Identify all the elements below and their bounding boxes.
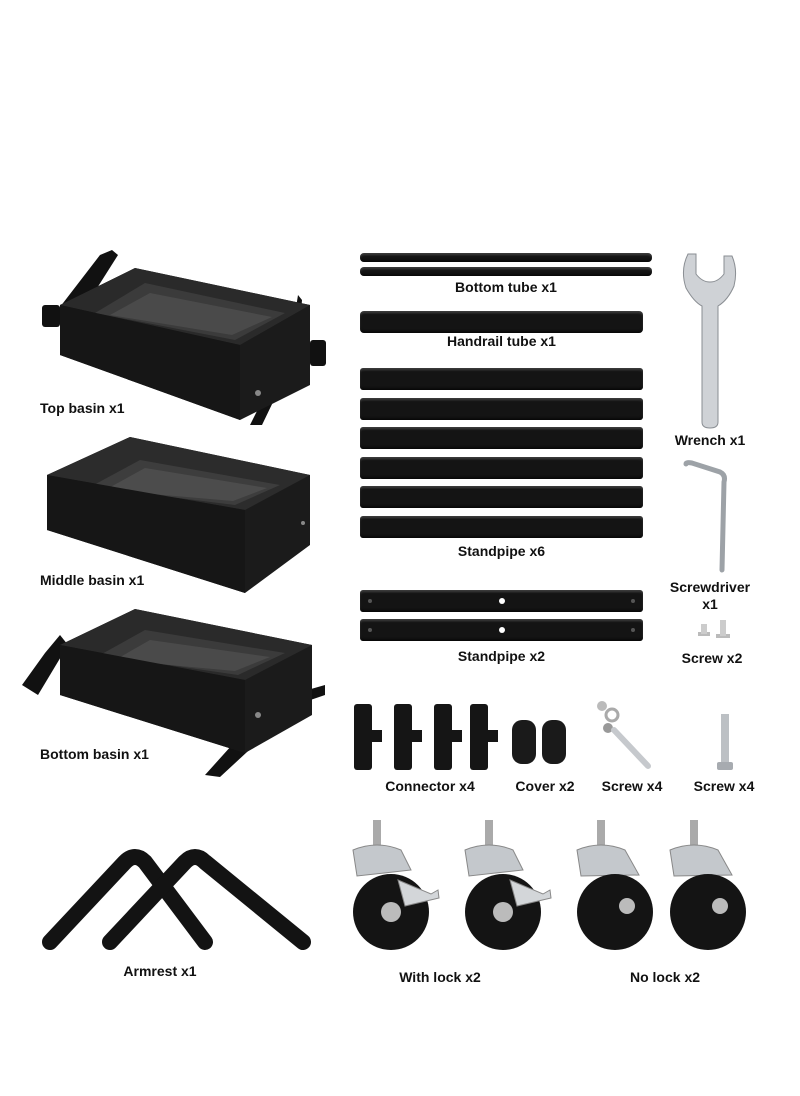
bolt-screw-icon <box>597 701 651 769</box>
top-basin-image <box>42 250 326 425</box>
cover-label: Cover x2 <box>515 778 575 794</box>
bottom-basin-label: Bottom basin x1 <box>40 746 149 762</box>
standpipe-holed-part <box>360 619 643 641</box>
screwdriver-icon <box>683 460 727 573</box>
standpipe-part <box>360 398 643 420</box>
middle-basin-label: Middle basin x1 <box>40 572 145 588</box>
screw-small-label: Screw x2 <box>681 650 743 666</box>
small-screw-icon <box>698 620 730 638</box>
caster-with-lock-icon <box>352 820 440 950</box>
screw-bolt-label: Screw x4 <box>601 778 663 794</box>
standpipe-part <box>360 516 643 538</box>
armrest-image <box>42 849 311 950</box>
wrench-icon <box>682 253 737 429</box>
standpipe-part <box>360 427 643 449</box>
caster-with-lock-icon <box>464 820 552 950</box>
caster-no-lock-icon <box>669 820 746 950</box>
top-basin-label: Top basin x1 <box>40 400 125 416</box>
no-lock-label: No lock x2 <box>629 969 701 985</box>
bottom-tube-part <box>360 253 652 262</box>
screwdriver-label: Screwdriver <box>669 579 751 595</box>
armrest-label: Armrest x1 <box>123 963 197 979</box>
standpipe-part <box>360 486 643 508</box>
middle-basin-image <box>47 437 310 593</box>
bottom-tube-label: Bottom tube x1 <box>455 279 557 295</box>
standpipe-holed-part <box>360 590 643 612</box>
bottom-basin-image <box>22 609 325 777</box>
screw-long-label: Screw x4 <box>693 778 755 794</box>
standpipe-part <box>360 368 643 390</box>
caster-no-lock-icon <box>576 820 653 950</box>
with-lock-label: With lock x2 <box>399 969 481 985</box>
bottom-tube-part <box>360 267 652 276</box>
handrail-tube-part <box>360 311 643 333</box>
long-screw-icon <box>717 714 733 770</box>
cover-icon <box>512 720 566 764</box>
wrench-label: Wrench x1 <box>674 432 746 448</box>
connector-label: Connector x4 <box>385 778 475 794</box>
standpipe-6-label: Standpipe x6 <box>457 543 546 559</box>
standpipe-part <box>360 457 643 479</box>
handrail-tube-label: Handrail tube x1 <box>447 333 556 349</box>
connector-icon <box>354 704 498 770</box>
screwdriver-qty: x1 <box>702 596 718 612</box>
standpipe-2-label: Standpipe x2 <box>457 648 546 664</box>
